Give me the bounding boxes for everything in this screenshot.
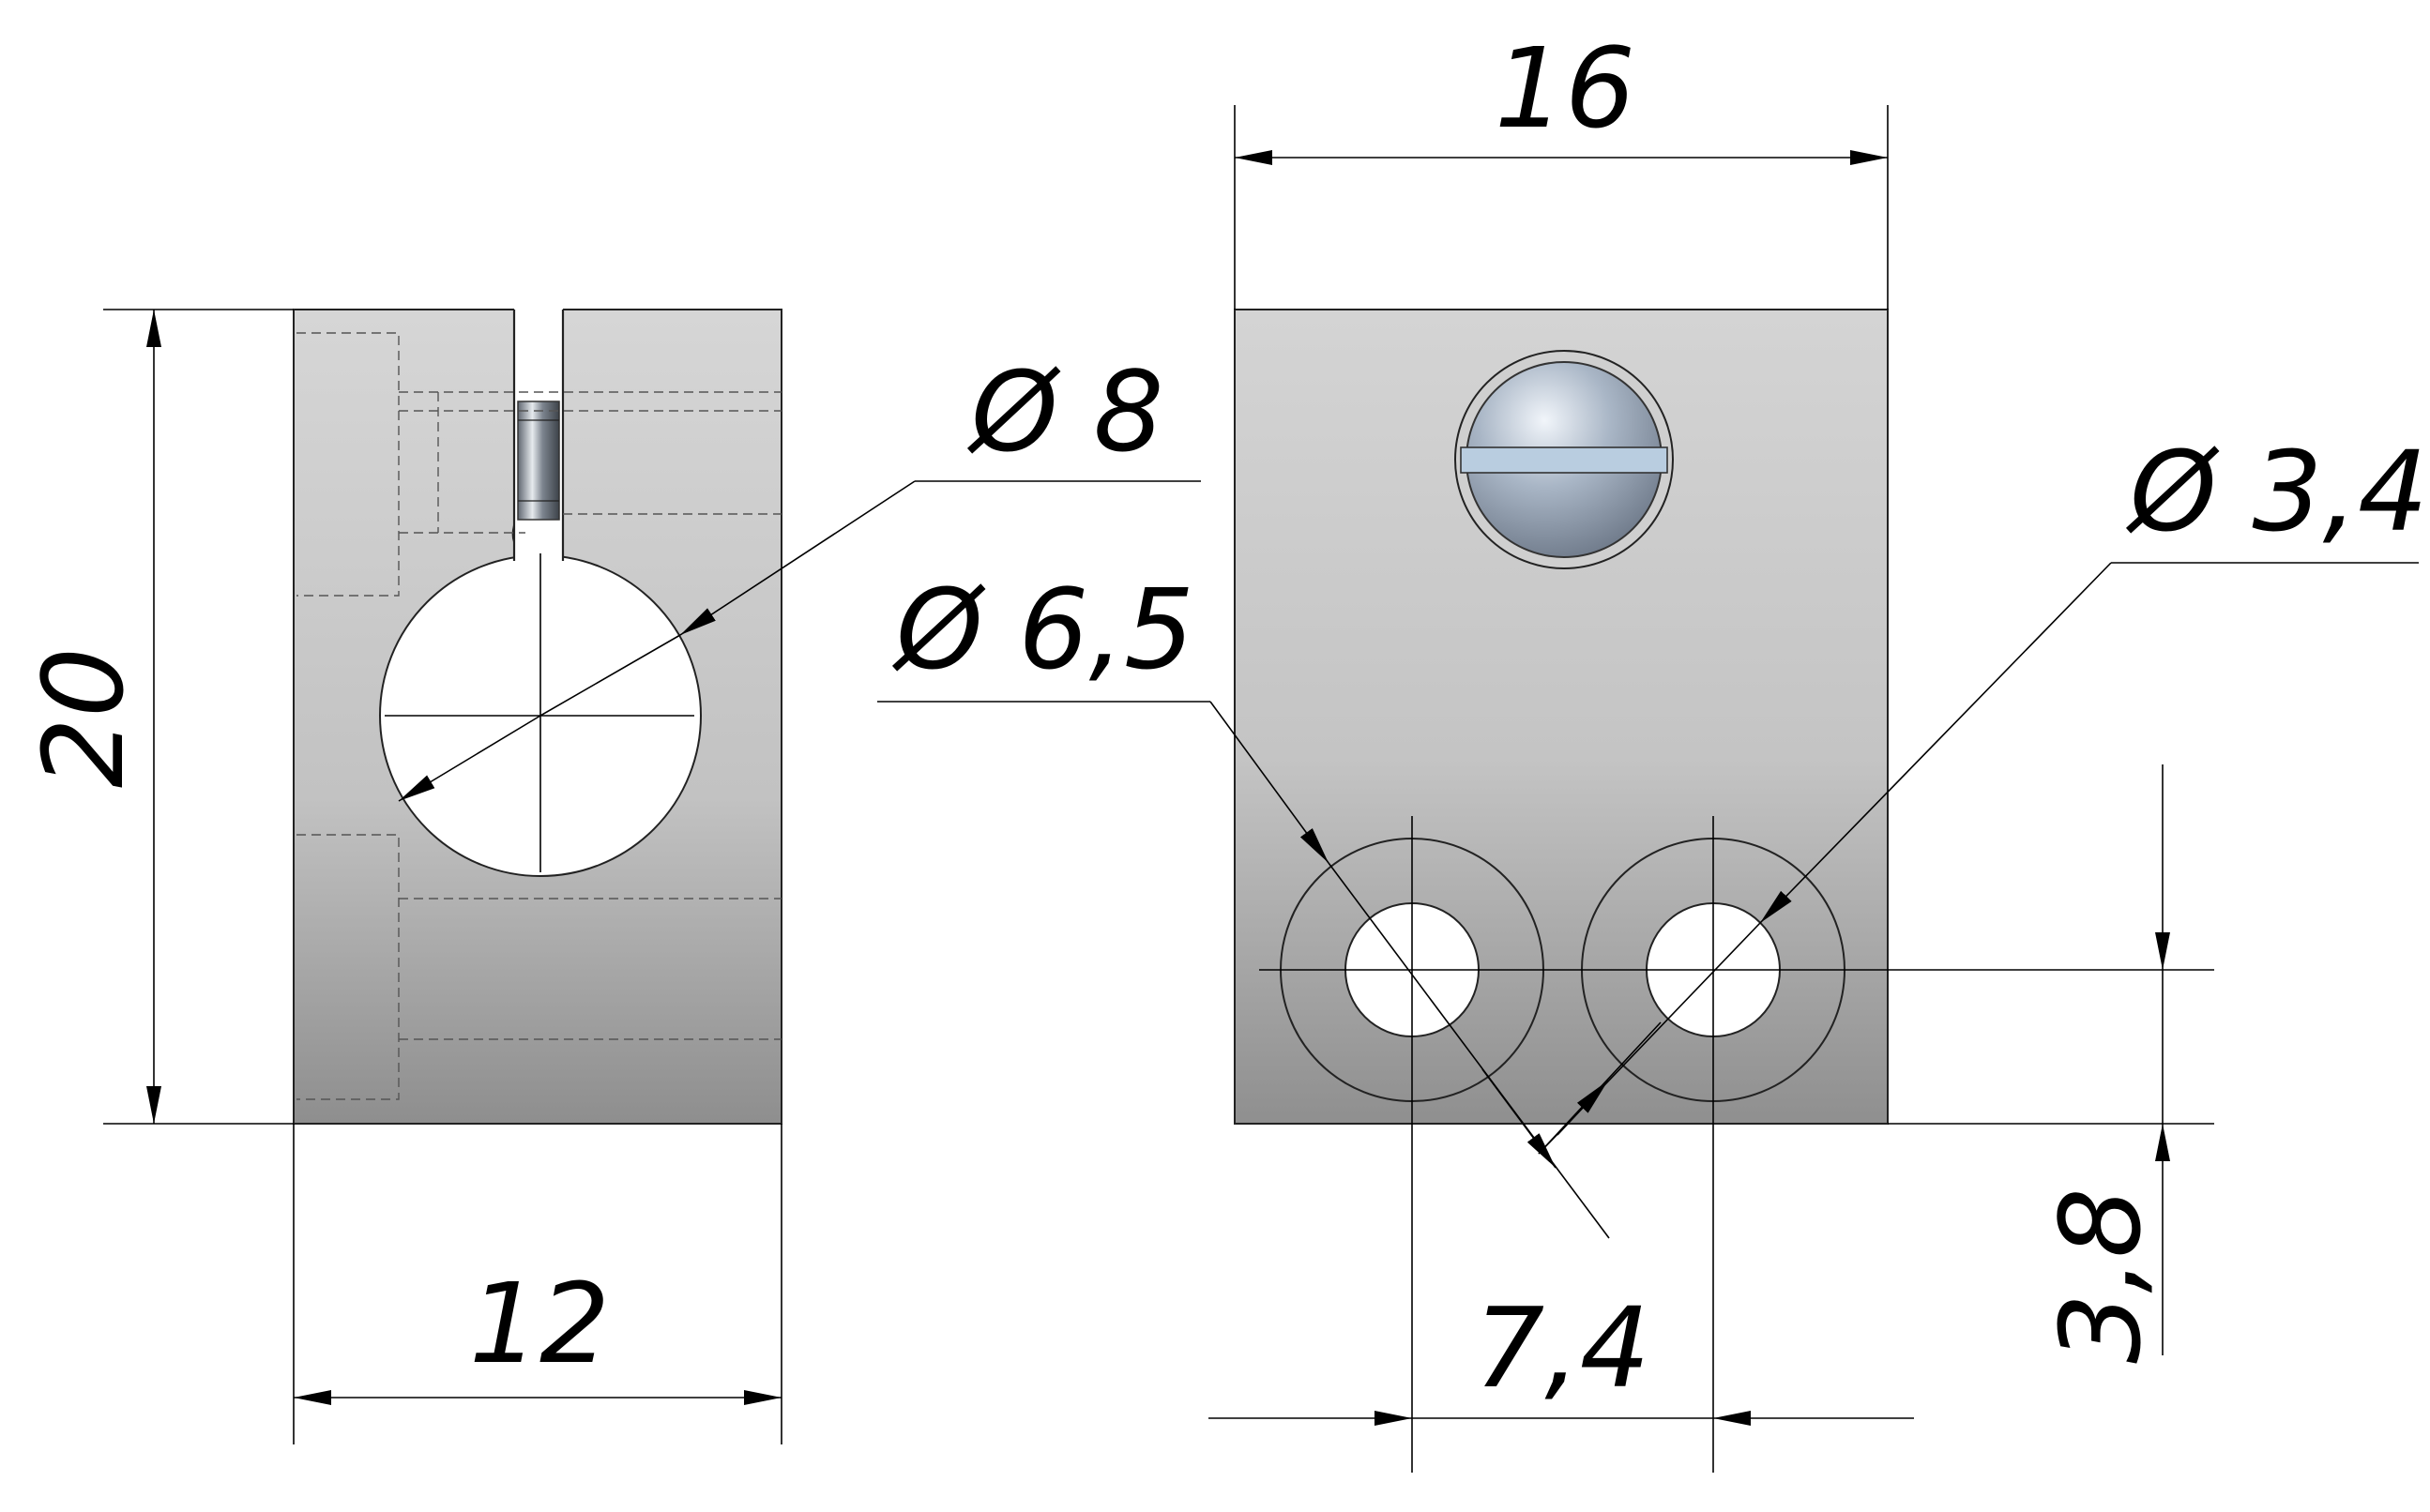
dim-label-dia-3-4: Ø 3,4 <box>2125 427 2428 556</box>
dimension-lines <box>103 105 2214 1444</box>
dim-label-dia-6-5: Ø 6,5 <box>891 565 1194 694</box>
dim-label-7-4: 7,4 <box>1474 1283 1650 1413</box>
dim-label-16: 16 <box>1495 23 1635 153</box>
set-screw <box>517 401 560 521</box>
dim-label-12: 12 <box>469 1259 610 1388</box>
side-view <box>293 308 1201 1125</box>
dimension-labels: 20 12 16 Ø 8 Ø 6,5 Ø 3,4 7,4 3,8 <box>19 23 2428 1413</box>
front-view <box>877 309 2419 1473</box>
screw-slot <box>1460 446 1668 474</box>
dim-label-3-8: 3,8 <box>2036 1187 2165 1364</box>
dim-label-dia-8: Ø 8 <box>966 347 1163 476</box>
side-view-hidden-lines <box>296 332 782 1100</box>
dim-label-20: 20 <box>19 647 148 788</box>
